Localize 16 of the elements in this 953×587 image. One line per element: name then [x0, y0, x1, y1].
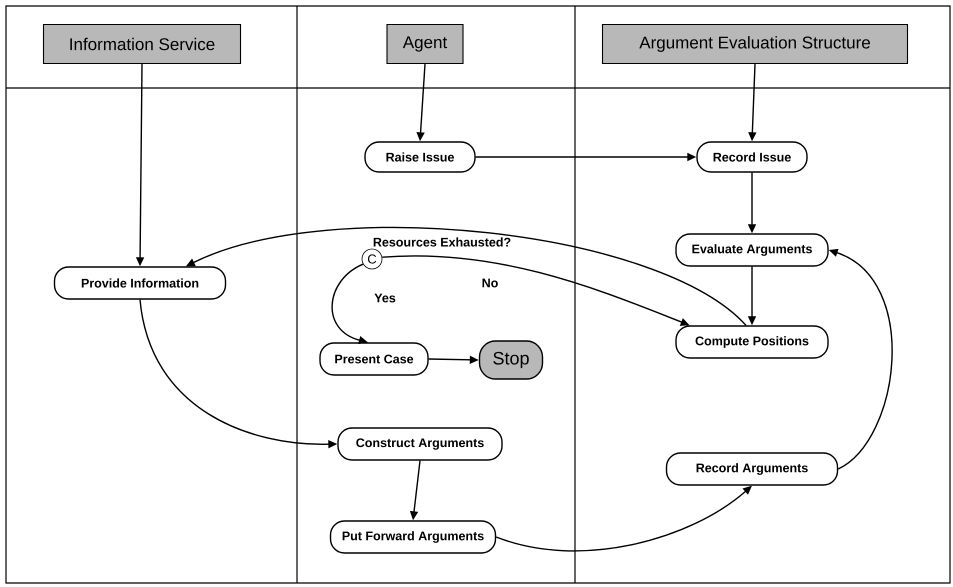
lane-header: Information Service [42, 24, 242, 64]
activity-box: Raise Issue [364, 141, 476, 173]
edge-label: No [480, 278, 500, 288]
activity-box: Construct Arguments [337, 427, 503, 461]
activity-box: Evaluate Arguments [675, 233, 829, 267]
activity-box: Provide Information [54, 266, 226, 300]
activity-box: Record Issue [696, 141, 808, 173]
activity-box: Put Forward Arguments [330, 520, 496, 554]
activity-box: Record Arguments [666, 452, 838, 486]
lane-header: Agent [386, 24, 464, 64]
activity-box: Compute Positions [675, 325, 829, 359]
stop-box: Stop [478, 340, 544, 380]
lane-header: Argument Evaluation Structure [602, 24, 908, 64]
activity-box: Present Case [319, 342, 429, 376]
edge-label: Yes [373, 292, 397, 304]
question-label: Resources Exhausted? [374, 237, 510, 247]
